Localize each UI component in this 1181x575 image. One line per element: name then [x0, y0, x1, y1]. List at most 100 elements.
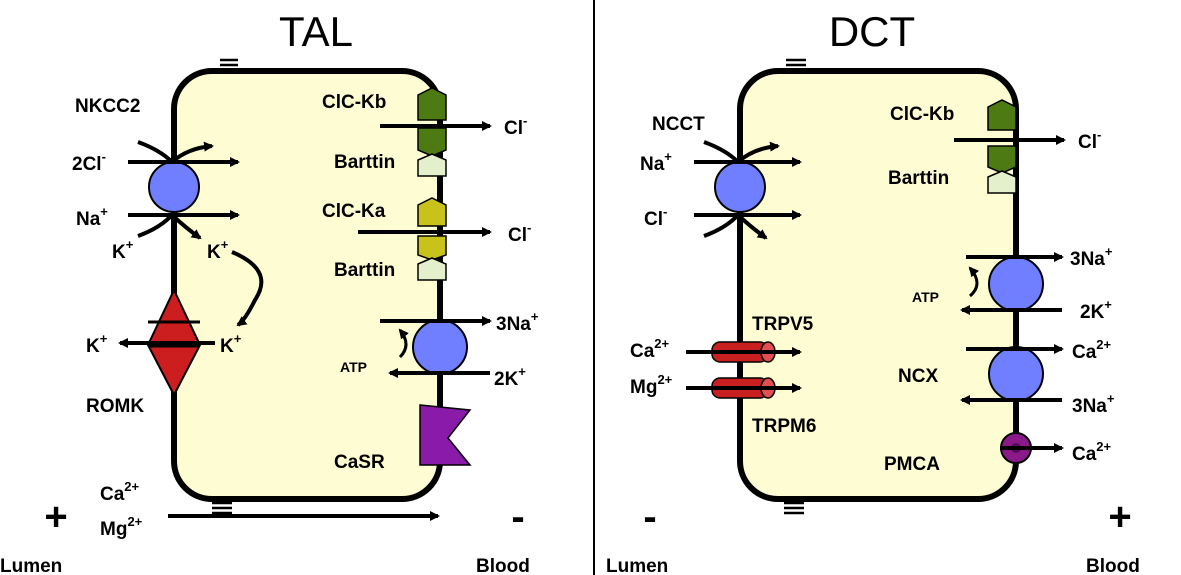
- tal-cl-out-1: Cl: [504, 118, 523, 139]
- svg-text:K+: K+: [112, 237, 134, 263]
- dct-ncx-na-sup: +: [1107, 391, 1115, 406]
- dct-panel: DCT NCCT Na+ Cl- TRPV5 Ca2+: [606, 8, 1140, 575]
- nkcc2-arrows: [128, 140, 240, 240]
- dct-pmca-ca-sup: 2+: [1096, 439, 1111, 454]
- tal-2k-label: 2K: [494, 369, 519, 390]
- tal-panel: TAL NKCC2 2Cl- Na+ K+ K+: [0, 8, 539, 575]
- nkcc2-transporter: [148, 161, 200, 213]
- dct-2k-label: 2K: [1080, 302, 1105, 323]
- dct-cl-out: Cl: [1078, 132, 1097, 153]
- tal-lumen-label: Lumen: [0, 556, 62, 575]
- dct-tight-junction-icon: [784, 58, 806, 515]
- dct-ncx-ca-sup: 2+: [1096, 337, 1111, 352]
- tal-ca-label: Ca: [100, 484, 125, 505]
- dct-na-label: Na: [640, 154, 665, 175]
- svg-text:Na+: Na+: [640, 149, 672, 175]
- tal-blood-label: Blood: [476, 556, 530, 575]
- dct-atp-label: ATP: [912, 289, 939, 305]
- dct-na-sup: +: [664, 149, 672, 164]
- tal-clc-ka-label: ClC-Ka: [322, 201, 386, 222]
- svg-text:3Na+: 3Na+: [1070, 244, 1113, 270]
- dct-ca-label: Ca: [630, 341, 655, 362]
- pmca-label: PMCA: [884, 454, 940, 475]
- tal-3na-label: 3Na: [496, 314, 531, 335]
- svg-text:Na+: Na+: [76, 204, 108, 230]
- tal-k-inside-bottom-sup: +: [234, 331, 242, 346]
- dct-clc-kb-label: ClC-Kb: [890, 104, 954, 125]
- trpm6-label: TRPM6: [752, 416, 816, 437]
- ncx-label: NCX: [898, 366, 938, 387]
- dct-3na-sup: +: [1105, 244, 1113, 259]
- dct-ca-sup: 2+: [654, 336, 669, 351]
- dct-mg-label: Mg: [630, 377, 657, 398]
- tal-nak-atpase: [412, 319, 468, 375]
- tal-plus-sign: +: [44, 495, 67, 539]
- tal-mg-sup: 2+: [127, 514, 142, 529]
- dct-barttin: Barttin: [888, 168, 949, 189]
- tal-k-inside-top: K: [207, 242, 221, 263]
- dct-3na-label: 3Na: [1070, 249, 1105, 270]
- tal-k-out-sup: +: [100, 331, 108, 346]
- dct-nak-atpase: [988, 256, 1044, 312]
- tal-cl-out-2-sup: -: [527, 220, 531, 235]
- svg-text:2K+: 2K+: [1080, 297, 1112, 323]
- tal-k-lumen-label: K: [112, 242, 126, 263]
- romk-label: ROMK: [86, 396, 144, 417]
- tal-cl-out-2: Cl: [508, 225, 527, 246]
- tal-minus-sign: -: [511, 495, 524, 539]
- ncct-transporter: [714, 161, 766, 213]
- ncx-exchanger: [988, 346, 1044, 402]
- tal-title: TAL: [279, 8, 353, 55]
- svg-text:Cl-: Cl-: [644, 204, 667, 230]
- dct-plus-sign: +: [1108, 495, 1131, 539]
- svg-text:Ca2+: Ca2+: [100, 479, 140, 505]
- tal-atp-arrow: [398, 328, 409, 359]
- ncct-label: NCCT: [652, 114, 705, 135]
- tal-3na-sup: +: [531, 309, 539, 324]
- tal-clc-kb-label: ClC-Kb: [322, 92, 386, 113]
- tal-k-out-label: K: [86, 336, 100, 357]
- svg-text:K+: K+: [86, 331, 108, 357]
- dct-lumen-label: Lumen: [606, 556, 668, 575]
- tal-ca-sup: 2+: [124, 479, 139, 494]
- dct-cl-label: Cl: [644, 209, 663, 230]
- casr-label: CaSR: [334, 452, 385, 473]
- tal-2cl-label: 2Cl: [72, 154, 102, 175]
- svg-text:K+: K+: [220, 331, 242, 357]
- svg-text:Mg2+: Mg2+: [630, 372, 673, 398]
- svg-text:K+: K+: [207, 237, 229, 263]
- tal-clc-ka-channel: [417, 197, 447, 281]
- dct-2k-sup: +: [1104, 297, 1112, 312]
- tal-barttin-1: Barttin: [334, 152, 395, 173]
- tal-k-inside-bottom: K: [220, 336, 234, 357]
- dct-ncx-na-label: 3Na: [1072, 396, 1107, 417]
- svg-text:Cl-: Cl-: [504, 113, 527, 139]
- tight-junction-icon: [212, 58, 238, 515]
- dct-clc-kb-channel: [987, 99, 1017, 194]
- tal-cell: [171, 68, 443, 502]
- svg-text:Ca2+: Ca2+: [1072, 337, 1112, 363]
- svg-text:3Na+: 3Na+: [1072, 391, 1115, 417]
- tal-k-inside-top-sup: +: [221, 237, 229, 252]
- tal-barttin-2: Barttin: [334, 260, 395, 281]
- dct-title: DCT: [829, 8, 915, 55]
- tal-cl-out-1-sup: -: [523, 113, 527, 128]
- dct-atp-arrow: [968, 266, 980, 298]
- svg-text:Cl-: Cl-: [1078, 127, 1101, 153]
- tal-2k-sup: +: [518, 364, 526, 379]
- svg-text:Cl-: Cl-: [508, 220, 531, 246]
- svg-text:3Na+: 3Na+: [496, 309, 539, 335]
- trpv5-label: TRPV5: [752, 314, 814, 335]
- tal-2cl-sup: -: [102, 149, 106, 164]
- tal-atp-label: ATP: [340, 359, 367, 375]
- dct-ncx-ca-label: Ca: [1072, 342, 1097, 363]
- dct-mg-sup: 2+: [657, 372, 672, 387]
- svg-text:2K+: 2K+: [494, 364, 526, 390]
- dct-cl-sup: -: [663, 204, 667, 219]
- dct-minus-sign: -: [643, 495, 656, 539]
- tal-k-lumen-sup: +: [126, 237, 134, 252]
- tal-na-sup: +: [100, 204, 108, 219]
- ncct-arrows: [694, 140, 802, 240]
- svg-text:Mg2+: Mg2+: [100, 514, 143, 540]
